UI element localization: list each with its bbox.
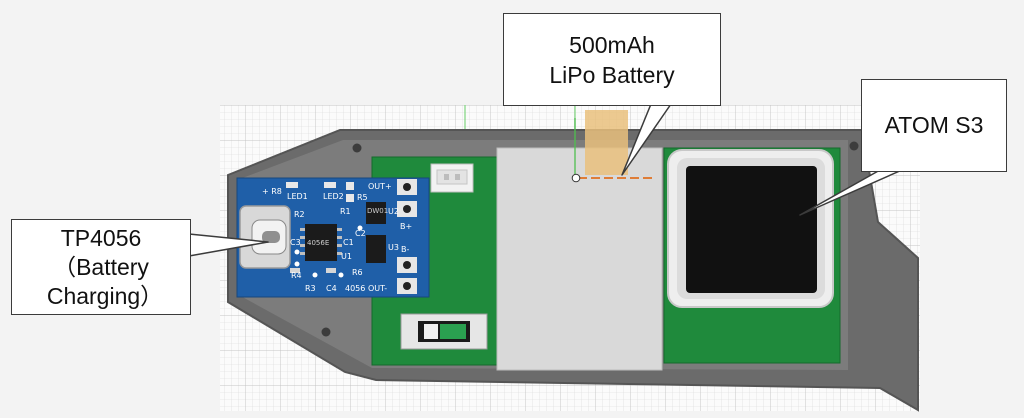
silk-r8: + R8 [262,187,282,196]
tp4056-chip [305,224,337,261]
silk-out-minus: OUT- [368,284,387,293]
silk-r6: R6 [352,268,363,277]
lipo-battery [496,147,663,371]
tp4056-callout-line3: Charging） [46,282,164,309]
screw-hole [321,327,331,337]
silk-chip: 4056E [307,239,329,247]
screw-hole [849,141,859,151]
battery-callout: 500mAh LiPo Battery [503,13,721,106]
marker-point [571,173,581,183]
silk-u3: U3 [388,243,399,252]
silk-b-minus: B- [401,245,409,254]
silk-b-plus: B+ [400,222,412,231]
screw-hole [352,143,362,153]
silk-c2: C2 [355,229,366,238]
battery-tab [585,110,628,175]
atom-s3-callout: ATOM S3 [861,79,1007,172]
mosfet-chip [366,235,386,263]
silk-r4: R4 [291,271,302,280]
atom-s3-callout-label: ATOM S3 [884,112,984,138]
silk-led2: LED2 [323,192,344,201]
tp4056-callout: TP4056 （Battery Charging） [11,219,191,315]
silk-r2: R2 [294,210,305,219]
solder-pads [397,179,417,294]
silk-out-plus: OUT+ [368,182,392,191]
battery-callout-line1: 500mAh [569,31,655,58]
silk-model: 4056 [345,284,365,293]
silk-r5: R5 [357,193,368,202]
silk-c4: C4 [326,284,337,293]
tp4056-callout-line2: （Battery [53,253,149,280]
silk-u1: U1 [341,252,352,261]
silk-r1: R1 [340,207,351,216]
silk-dw01: DW01 [367,207,388,215]
silk-r3: R3 [305,284,316,293]
silk-led1: LED1 [287,192,308,201]
silk-u2: U2 [388,207,399,216]
battery-callout-line2: LiPo Battery [549,61,675,88]
tp4056-callout-line1: TP4056 [60,224,142,251]
silk-c3: C3 [290,238,301,247]
dw01-chip [366,202,386,224]
silk-c1: C1 [343,238,354,247]
atom-s3-screen [686,166,817,293]
